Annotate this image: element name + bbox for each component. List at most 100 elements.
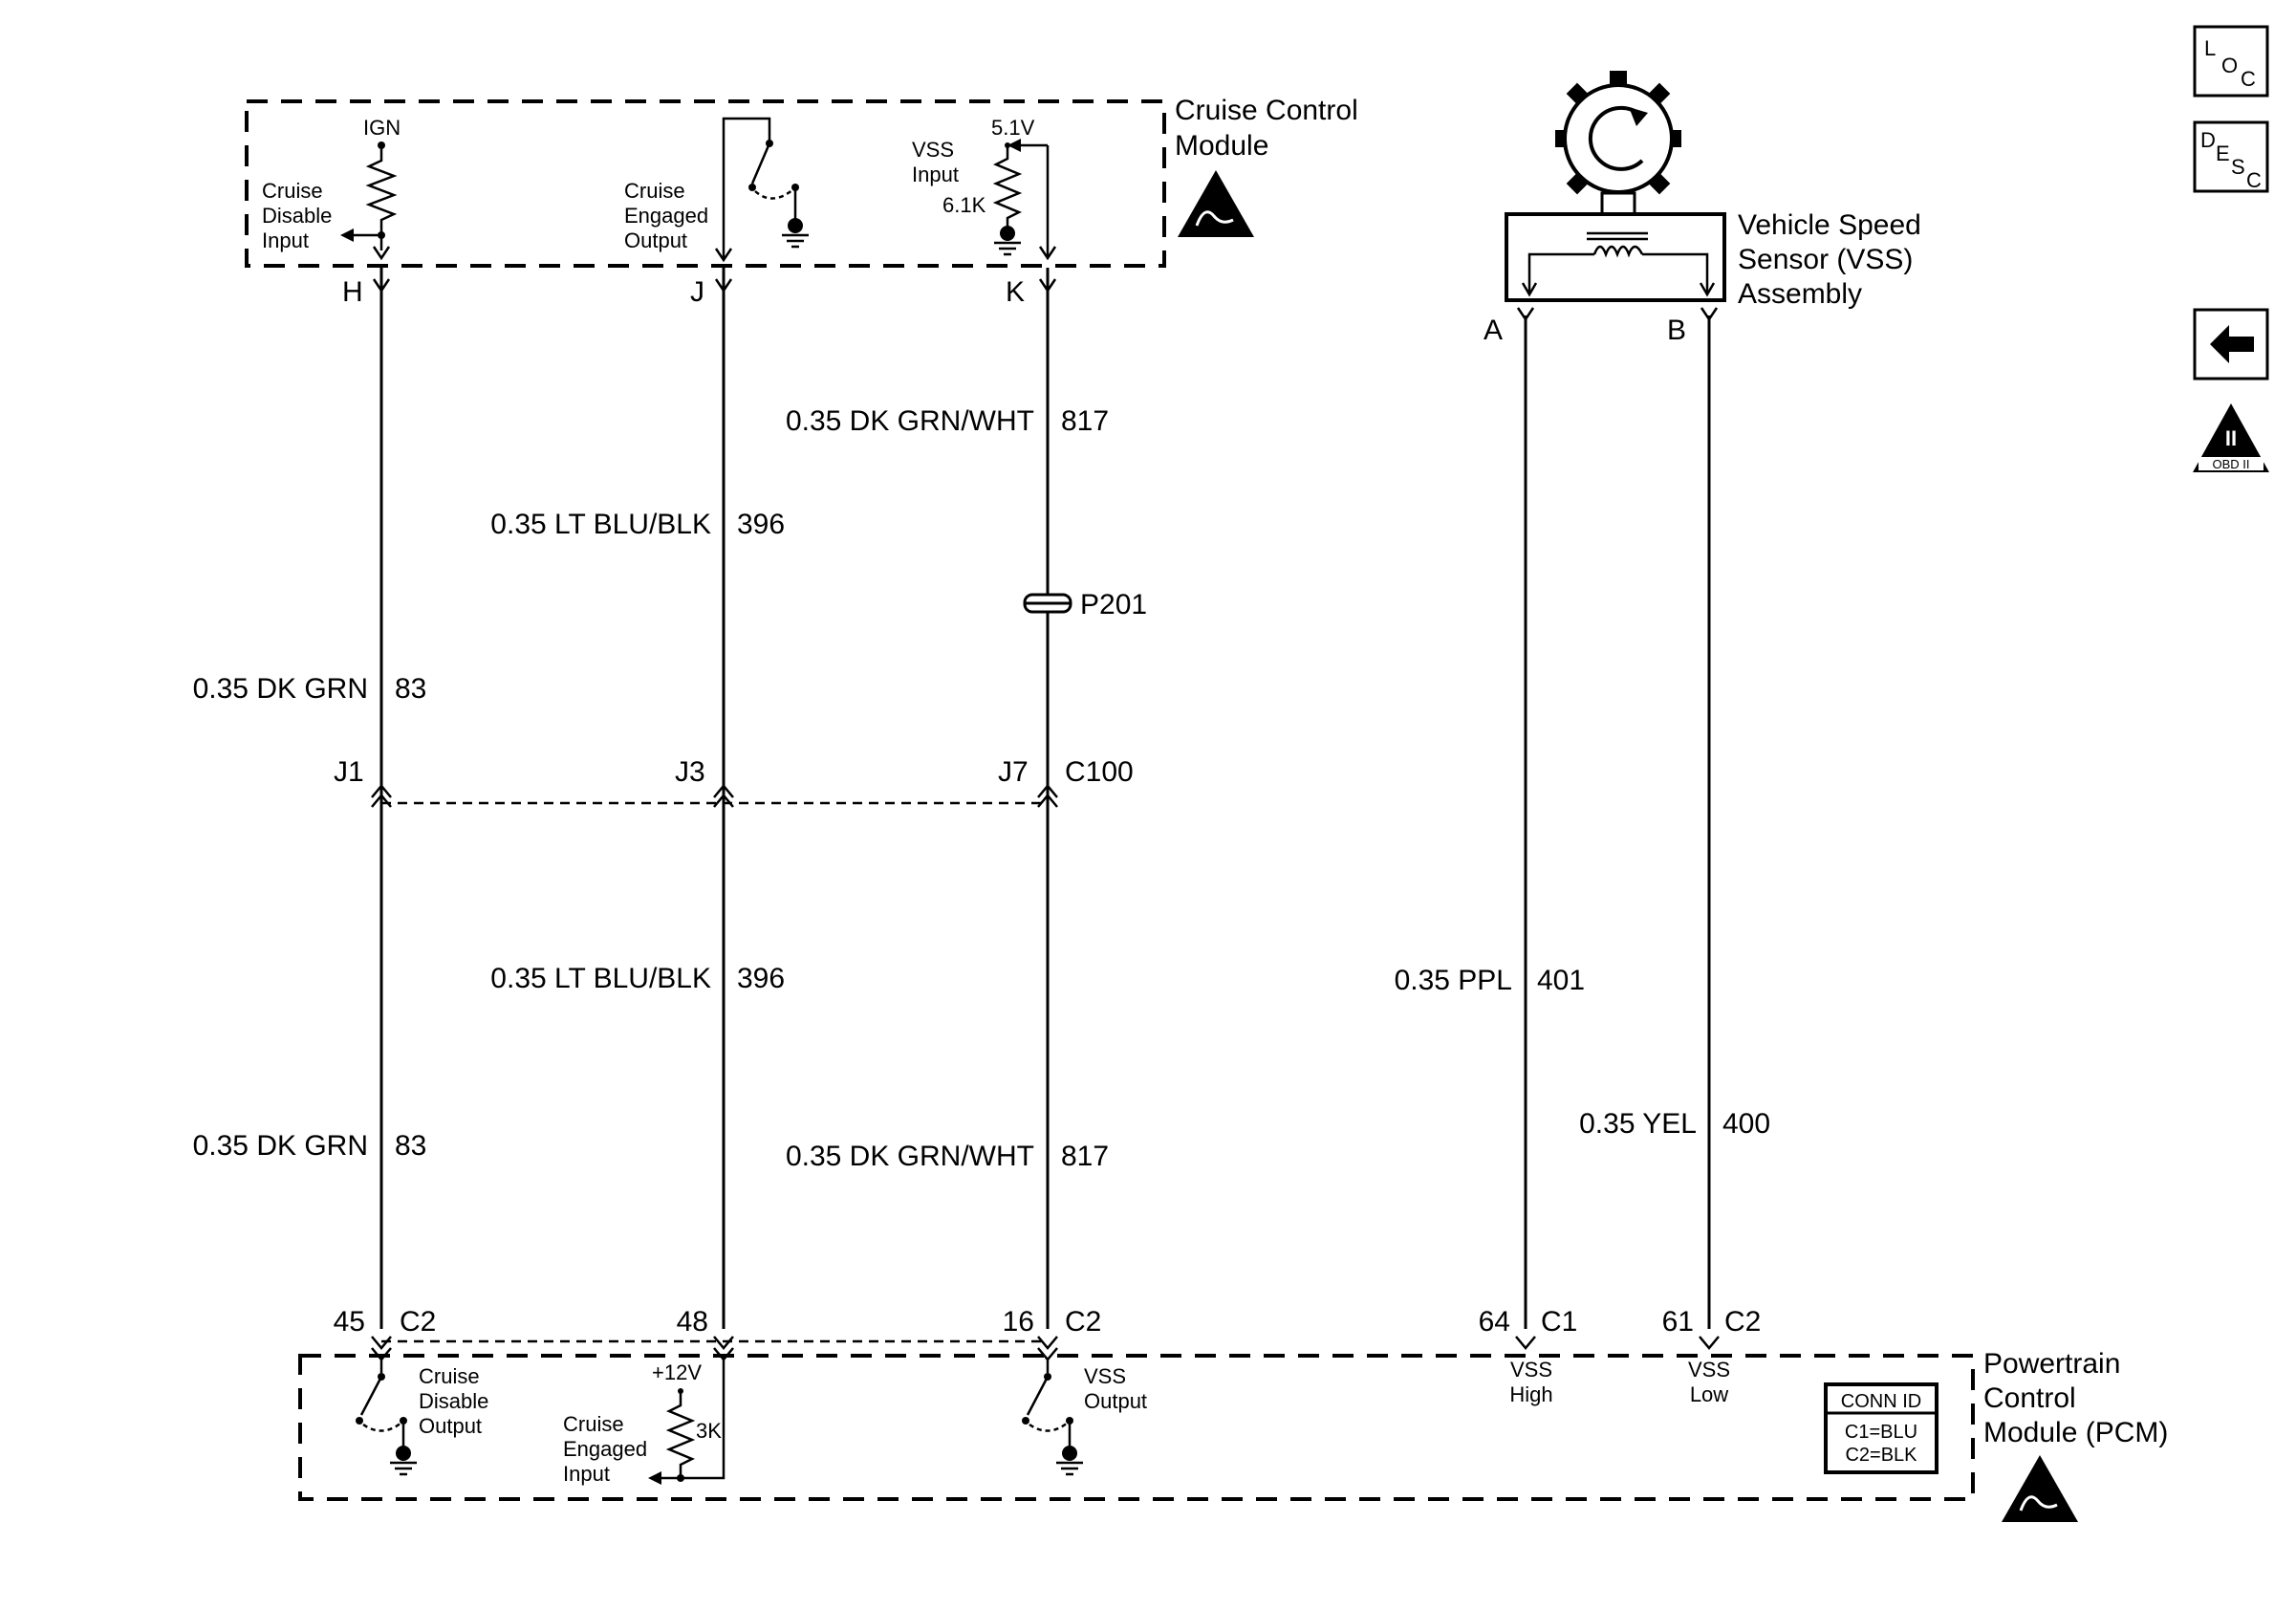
ccm-pin-j: J <box>690 276 704 308</box>
wire-83-bottom-number: 83 <box>395 1130 426 1162</box>
pcm-cruise-engaged-label3: Input <box>563 1462 610 1486</box>
pcm-cruise-engaged-label2: Engaged <box>563 1437 647 1461</box>
ccm-ground-icon <box>788 218 803 233</box>
pcm-vss-low-label2: Low <box>1690 1382 1728 1406</box>
ccm-vss-input-label2: Input <box>912 163 959 186</box>
pcm-pin-45-connector: C2 <box>400 1306 436 1338</box>
wire-817-top-number: 817 <box>1061 405 1109 437</box>
pcm-vss-high-label2: High <box>1509 1382 1552 1406</box>
c100-pin-j7: J7 <box>998 756 1029 788</box>
ccm-dashed-box <box>245 99 1166 268</box>
pcm-ground-icon-1 <box>396 1446 411 1461</box>
desc-letter-s: S <box>2231 155 2245 179</box>
ccm-cruise-engaged-label1: Cruise <box>624 179 685 203</box>
desc-letter-e: E <box>2216 141 2230 165</box>
ccm-vss-input-label1: VSS <box>912 138 954 162</box>
desc-letter-c: C <box>2246 168 2262 192</box>
nav-desc-button[interactable]: D E S C <box>2193 120 2269 193</box>
loc-letter-l: L <box>2204 36 2216 60</box>
pcm-pin-64-connector: C1 <box>1541 1306 1577 1338</box>
ccm-cruise-disable-label2: Disable <box>262 204 332 228</box>
pcm-res-label: 3K <box>696 1419 722 1443</box>
pcm-resistor <box>665 1391 696 1478</box>
c100-pin-j1: J1 <box>334 756 364 788</box>
wire-396-top-number: 396 <box>737 509 785 540</box>
pcm-cruise-engaged-arrow-icon <box>648 1471 661 1485</box>
vss-title-line2: Sensor (VSS) <box>1738 244 1913 275</box>
wire-83-top-color: 0.35 DK GRN <box>193 673 368 705</box>
vss-body <box>1505 212 1726 302</box>
loc-letter-c: C <box>2241 67 2256 91</box>
vss-title-line3: Assembly <box>1738 278 1862 310</box>
pcm-vss-output-label2: Output <box>1084 1389 1147 1413</box>
pcm-title-line3: Module (PCM) <box>1983 1417 2168 1448</box>
vss-pin-a: A <box>1484 315 1503 346</box>
powertrain-control-module: 45 C2 48 16 C2 64 C1 61 C2 Cruise Disabl… <box>298 1306 2168 1522</box>
obd-ii-symbol: II <box>2225 426 2237 450</box>
ccm-vss-input-arrow-icon <box>1007 139 1021 152</box>
pcm-title-line1: Powertrain <box>1983 1348 2120 1380</box>
pcm-cruise-disable-label1: Cruise <box>419 1364 480 1388</box>
back-arrow-icon <box>2210 325 2254 363</box>
pcm-cruise-engaged-label1: Cruise <box>563 1412 624 1436</box>
pcm-pin-16-connector: C2 <box>1065 1306 1101 1338</box>
vss-coil-icon <box>1592 245 1644 258</box>
wire-396-top-color: 0.35 LT BLU/BLK <box>490 509 711 540</box>
wire-400-number: 400 <box>1722 1108 1770 1140</box>
ccm-vss-resistor <box>992 145 1023 228</box>
pcm-vss-high-label1: VSS <box>1510 1358 1552 1382</box>
pcm-ground-icon-2 <box>1062 1446 1077 1461</box>
pcm-pin-48: 48 <box>677 1306 708 1338</box>
wire-400-color: 0.35 YEL <box>1579 1108 1697 1140</box>
conn-id-c1: C1=BLU <box>1845 1422 1917 1443</box>
wire-817-bottom-color: 0.35 DK GRN/WHT <box>786 1141 1034 1172</box>
pcm-conn-id-box <box>1824 1382 1939 1474</box>
wire-817-bottom-number: 817 <box>1061 1141 1109 1172</box>
wire-401-number: 401 <box>1537 965 1585 996</box>
wire-83-bottom-color: 0.35 DK GRN <box>193 1130 368 1162</box>
connector-c100 <box>371 784 1058 808</box>
pcm-vss-output-label1: VSS <box>1084 1364 1126 1388</box>
ccm-cruise-engaged-label3: Output <box>624 228 687 252</box>
ccm-ign-label: IGN <box>363 116 401 140</box>
ccm-vss-volt-label: 5.1V <box>991 116 1035 140</box>
loc-letter-o: O <box>2221 54 2238 77</box>
splice-label: P201 <box>1080 589 1147 620</box>
wire-396-bottom-number: 396 <box>737 963 785 994</box>
ccm-cruise-engaged-label2: Engaged <box>624 204 708 228</box>
esd-warning-icon <box>1178 170 1254 237</box>
pcm-pin-16: 16 <box>1003 1306 1034 1338</box>
ccm-cruise-disable-label1: Cruise <box>262 179 323 203</box>
vss-reluctor-wheel-icon <box>1555 71 1681 207</box>
pcm-esd-warning-icon <box>2002 1455 2078 1522</box>
ccm-engaged-output-wire <box>722 117 771 258</box>
vss-pin-b: B <box>1667 315 1686 346</box>
ccm-pin-k: K <box>1006 276 1025 308</box>
pcm-title-line2: Control <box>1983 1382 2076 1414</box>
vehicle-speed-sensor: Vehicle Speed Sensor (VSS) Assembly A B <box>1484 71 1921 346</box>
nav-back-button[interactable] <box>2193 308 2269 381</box>
ccm-ign-resistor <box>365 145 398 250</box>
pcm-pin-61: 61 <box>1662 1306 1694 1338</box>
nav-obd-ii-button[interactable]: II OBD II <box>2193 403 2269 472</box>
wires: 0.35 DK GRN/WHT 817 0.35 LT BLU/BLK 396 … <box>193 268 1770 1329</box>
desc-letter-d: D <box>2200 128 2216 152</box>
c100-pin-j3: J3 <box>675 756 705 788</box>
pcm-volt-label: +12V <box>652 1360 702 1384</box>
pcm-dashed-box <box>298 1354 1975 1501</box>
nav-loc-button[interactable]: L O C <box>2193 25 2269 98</box>
pcm-cruise-disable-label2: Disable <box>419 1389 488 1413</box>
ccm-cruise-disable-label3: Input <box>262 228 309 252</box>
c100-name: C100 <box>1065 756 1134 788</box>
wire-396-bottom-color: 0.35 LT BLU/BLK <box>490 963 711 994</box>
obd-ii-label: OBD II <box>2212 457 2249 471</box>
conn-id-c2: C2=BLK <box>1845 1445 1917 1466</box>
wire-401-color: 0.35 PPL <box>1395 965 1512 996</box>
ccm-title-line1: Cruise Control <box>1175 95 1358 126</box>
pcm-pin-61-connector: C2 <box>1724 1306 1761 1338</box>
pcm-pin-45: 45 <box>334 1306 365 1338</box>
vss-title-line1: Vehicle Speed <box>1738 209 1921 241</box>
cruise-control-module: Cruise Control Module IGN Cruise Disable… <box>245 95 1358 308</box>
ccm-title-line2: Module <box>1175 130 1268 162</box>
